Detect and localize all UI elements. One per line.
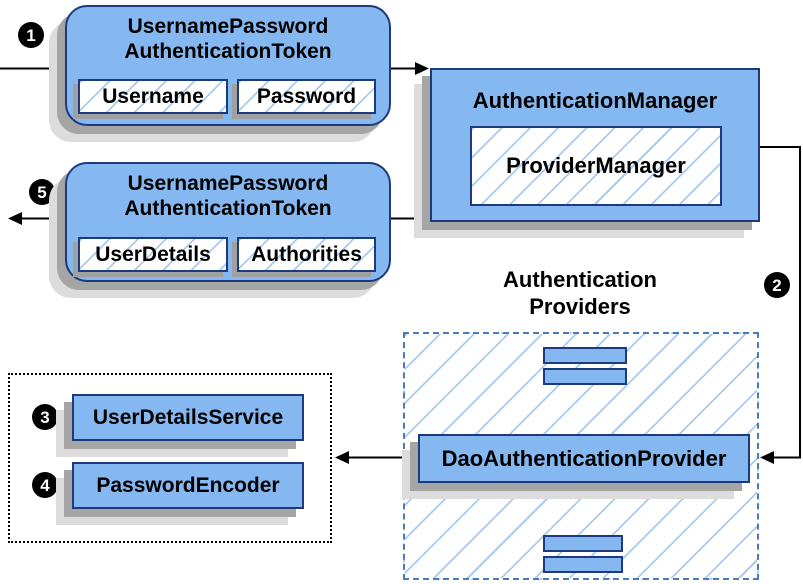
token-response-title-line2: AuthenticationToken	[124, 197, 332, 220]
token-request-title-line2: AuthenticationToken	[124, 40, 332, 63]
username-password-token-request-node: UsernamePassword AuthenticationToken Use…	[65, 5, 391, 126]
username-field-box: Username	[78, 79, 228, 114]
dao-authentication-provider-node: DaoAuthenticationProvider	[418, 434, 750, 483]
provider-placeholder-top-2	[543, 368, 627, 385]
authentication-manager-node: AuthenticationManager ProviderManager	[430, 68, 760, 222]
token-request-title: UsernamePassword AuthenticationToken	[67, 7, 389, 64]
authentication-providers-label-line2: Providers	[529, 294, 631, 319]
provider-placeholder-bottom-1	[543, 535, 623, 552]
password-field-box: Password	[237, 79, 376, 114]
token-response-title-line1: UsernamePassword	[127, 172, 329, 195]
authentication-providers-label: Authentication Providers	[430, 266, 730, 320]
step-5-badge: 5	[29, 179, 55, 205]
username-password-token-response-node: UsernamePassword AuthenticationToken Use…	[65, 162, 391, 282]
user-details-field-box: UserDetails	[78, 237, 228, 272]
step-1-badge: 1	[18, 22, 44, 48]
provider-placeholder-bottom-2	[543, 556, 623, 573]
authentication-manager-title: AuthenticationManager	[472, 88, 718, 113]
step-2-badge: 2	[764, 272, 790, 298]
step-4-badge: 4	[32, 472, 58, 498]
services-group	[8, 373, 332, 543]
authentication-providers-label-line1: Authentication	[503, 267, 657, 292]
authorities-field-box: Authorities	[237, 237, 376, 272]
token-request-title-line1: UsernamePassword	[127, 15, 329, 38]
provider-placeholder-top-1	[543, 347, 627, 364]
step-3-badge: 3	[32, 404, 58, 430]
provider-manager-box: ProviderManager	[470, 126, 722, 206]
password-encoder-node: PasswordEncoder	[72, 462, 304, 509]
token-response-title: UsernamePassword AuthenticationToken	[67, 164, 389, 221]
user-details-service-node: UserDetailsService	[72, 394, 304, 441]
